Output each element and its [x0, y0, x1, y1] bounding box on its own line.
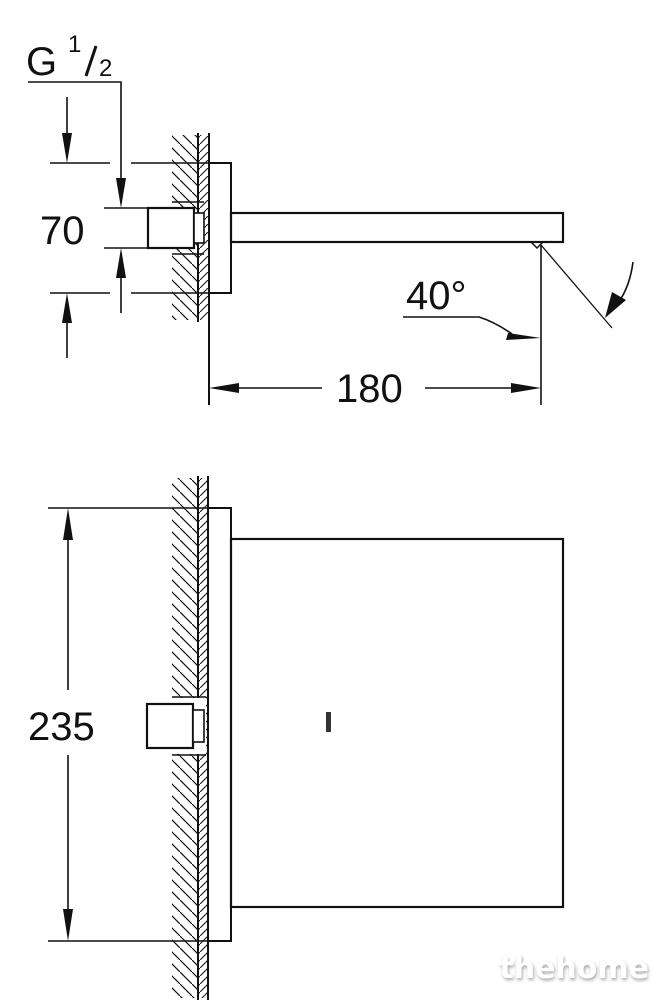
side-view — [28, 81, 634, 405]
dim-angle: 40° — [406, 274, 467, 318]
spout — [229, 211, 565, 244]
connector — [146, 206, 196, 250]
thread-numerator: 1 — [68, 31, 81, 58]
watermark: thehome — [499, 951, 649, 986]
wall-plate — [208, 162, 232, 294]
sensor — [326, 712, 331, 732]
thread-label: G — [26, 40, 57, 84]
spout-front — [229, 537, 565, 909]
front-view — [48, 476, 565, 1000]
dim-180: 180 — [336, 367, 403, 411]
dim-70: 70 — [40, 209, 85, 253]
dim-235: 235 — [28, 705, 95, 749]
thread-slash — [84, 45, 98, 77]
thread-denominator: 2 — [99, 55, 112, 82]
